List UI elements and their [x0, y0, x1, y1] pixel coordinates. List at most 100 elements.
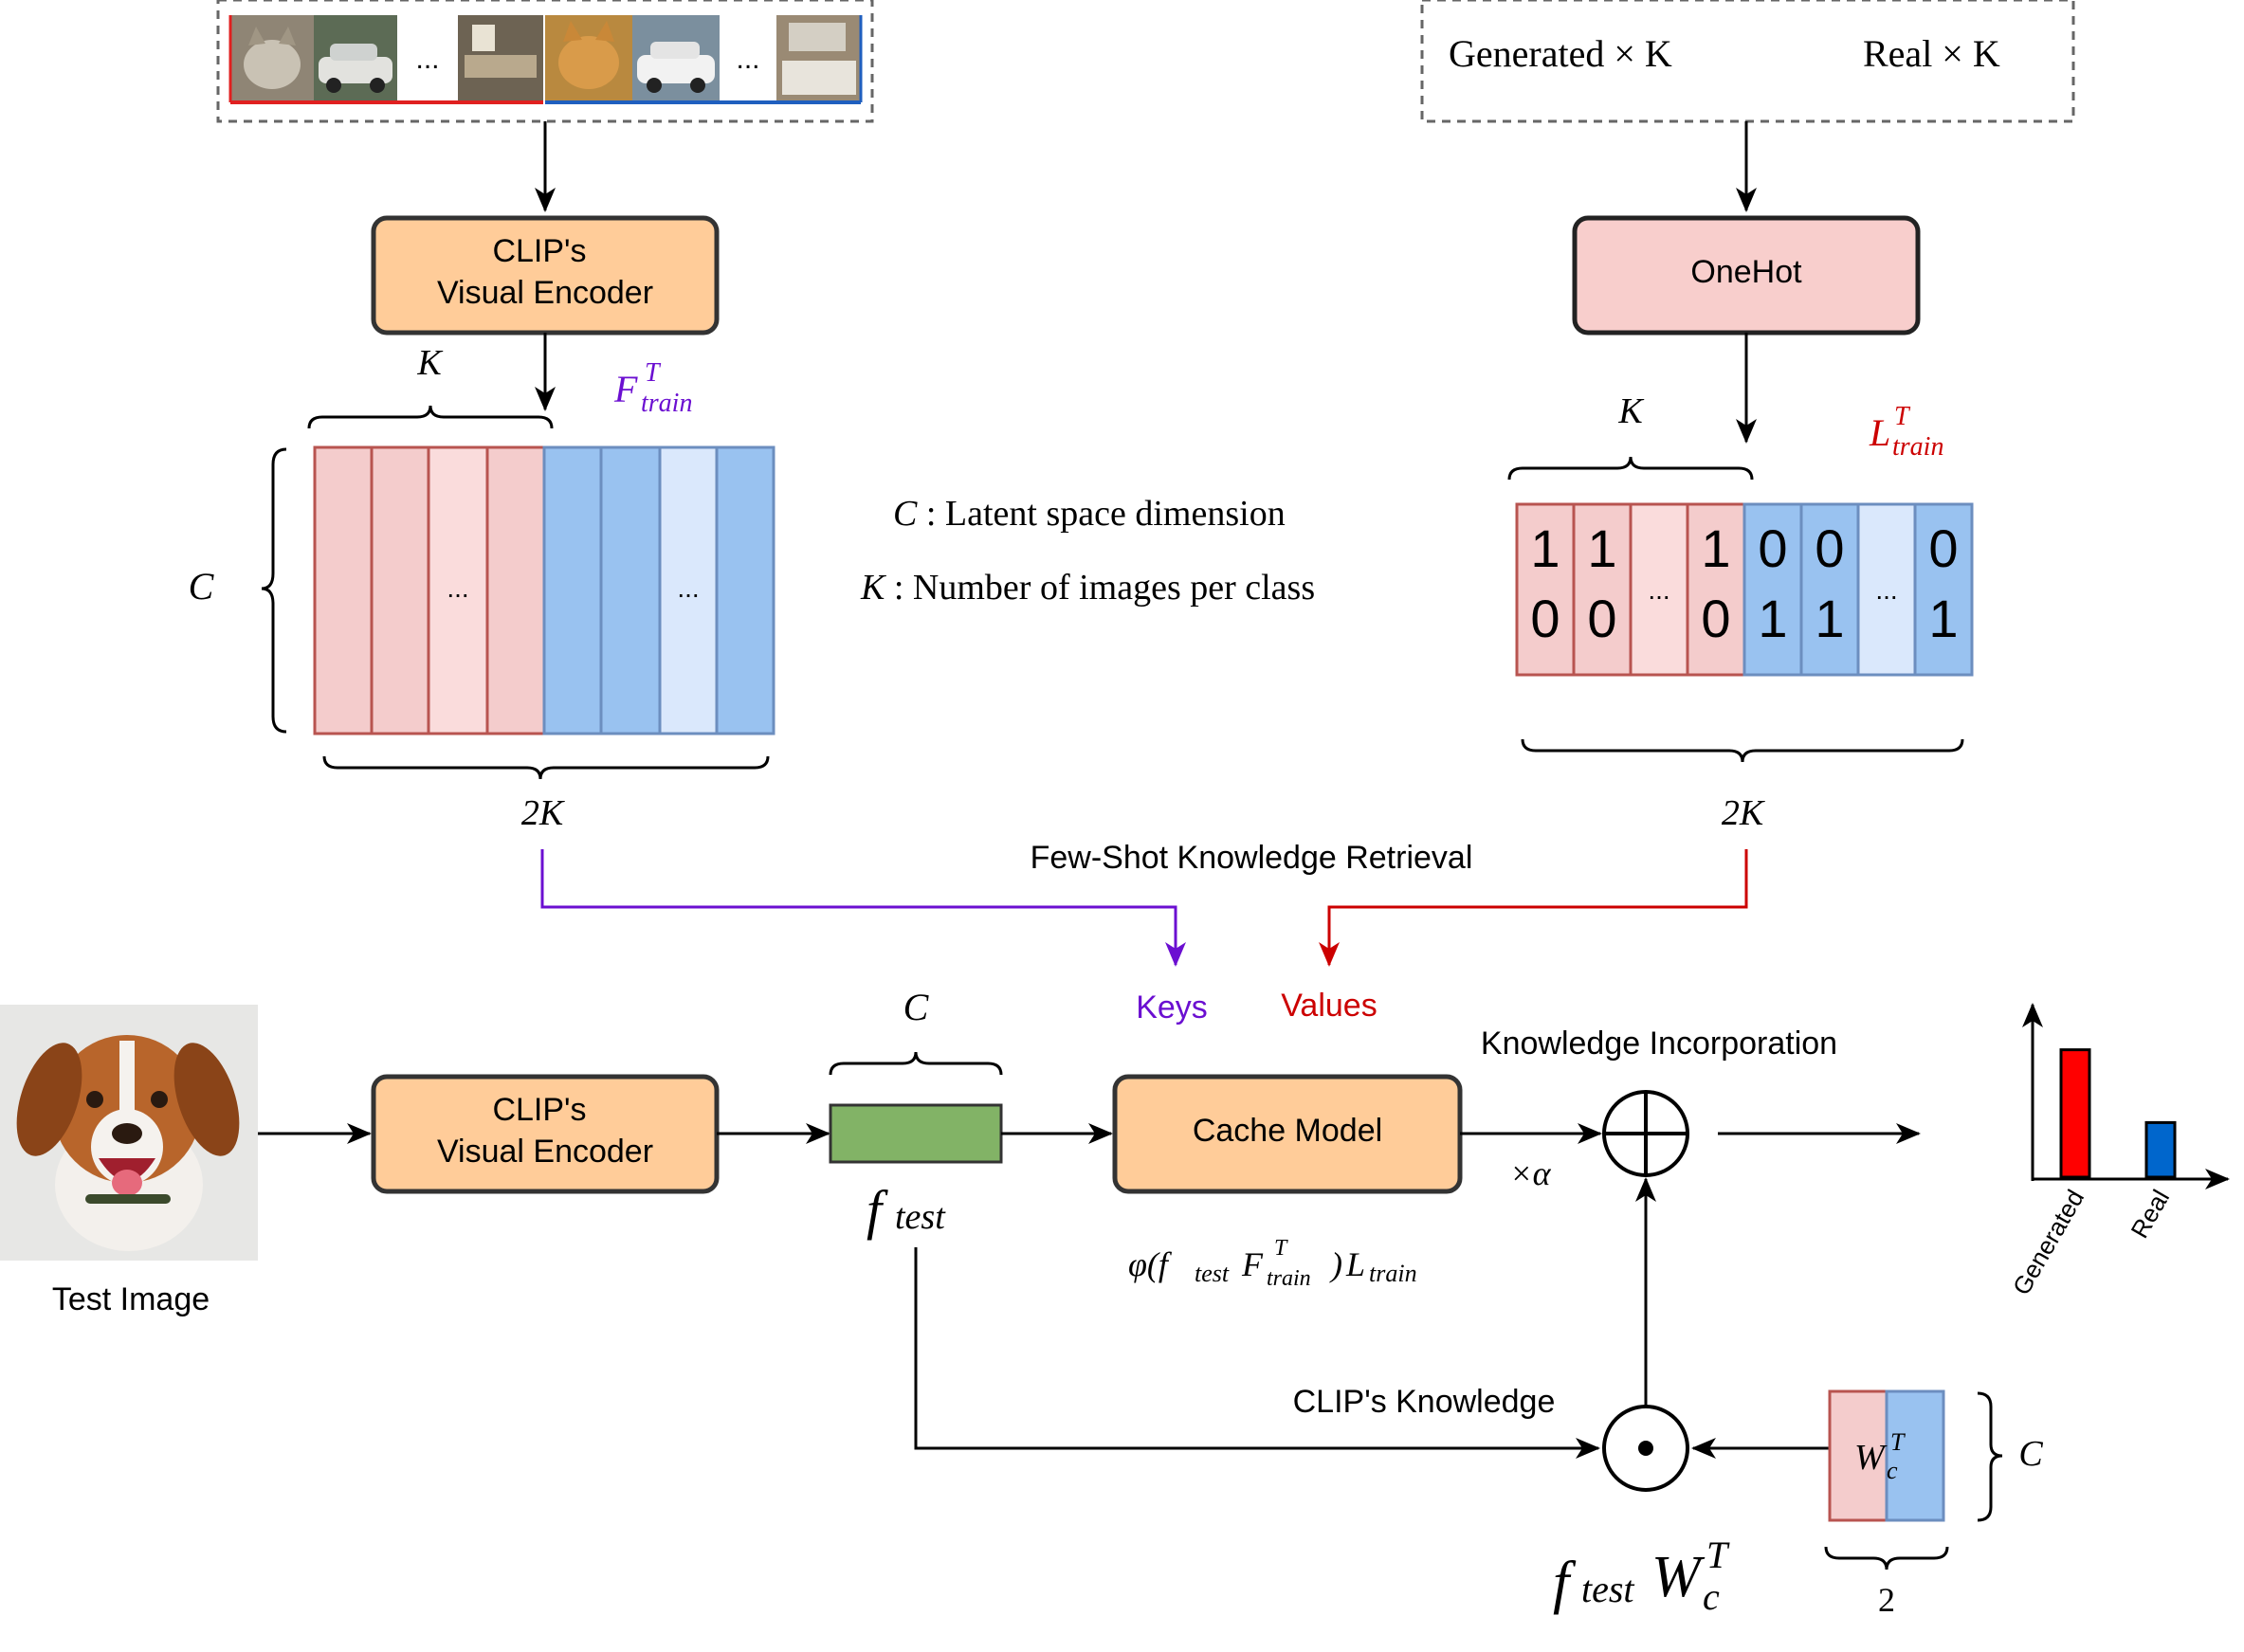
product-node — [1602, 1405, 1689, 1492]
twok-brace-labels — [1521, 738, 1964, 763]
svg-text:L: L — [1869, 411, 1890, 454]
onehot-box: OneHot — [1572, 215, 1921, 336]
svg-text:train: train — [1892, 432, 1943, 462]
k-label-features: K — [416, 343, 443, 383]
label-cell-bottom-value: 1 — [1815, 589, 1844, 648]
real-ellipsis: ... — [736, 44, 759, 75]
knowledge-incorporation-label: Knowledge Incorporation — [1481, 1026, 1837, 1062]
twok-brace-features — [322, 755, 770, 780]
clip-knowledge-path — [914, 1247, 1600, 1459]
label-cell — [1856, 502, 1917, 677]
output-category-label: Generated — [2007, 1185, 2089, 1299]
c-label-test-feature: C — [903, 986, 930, 1028]
cache-formula: φ(f test F T train ) L train — [1128, 1236, 1417, 1291]
test-image — [0, 1005, 258, 1261]
svg-text:f: f — [1553, 1551, 1577, 1615]
svg-text:T: T — [1706, 1534, 1730, 1576]
features-label: F T train — [613, 358, 692, 418]
label-cell-top-value: 1 — [1530, 518, 1560, 578]
svg-text:train: train — [1267, 1266, 1311, 1291]
svg-text:test: test — [1195, 1260, 1230, 1287]
k-brace-labels — [1507, 456, 1754, 481]
label-cell-bottom-value: 0 — [1587, 589, 1616, 648]
generated-image-group: ... — [228, 15, 543, 104]
output-bar-generated — [2059, 1048, 2091, 1179]
svg-text:φ(f: φ(f — [1128, 1245, 1173, 1283]
zero-shot-formula: f test W T c — [1553, 1534, 1730, 1618]
values-label: Values — [1281, 988, 1377, 1024]
test-feature-label: f test — [867, 1179, 946, 1241]
svg-text:test: test — [895, 1197, 946, 1237]
svg-text:c: c — [1703, 1575, 1720, 1618]
svg-text:W: W — [1651, 1545, 1706, 1609]
svg-text:C : Latent space dimension: C : Latent space dimension — [893, 494, 1286, 534]
encoder-top-line2: Visual Encoder — [437, 275, 653, 311]
svg-text:W: W — [1854, 1438, 1888, 1478]
label-cell — [1799, 502, 1860, 677]
two-brace-weights — [1824, 1546, 1949, 1570]
c-brace-test-feature — [829, 1051, 1003, 1076]
retrieval-title: Few-Shot Knowledge Retrieval — [1031, 840, 1473, 876]
svg-text:F: F — [613, 368, 638, 410]
features-gen-ellipsis: ... — [447, 573, 468, 603]
generated-ellipsis: ... — [415, 44, 439, 75]
output-category-label: Real — [2125, 1185, 2175, 1243]
labels-label: L T train — [1869, 402, 1943, 462]
notation-legend: C : Latent space dimension K : Number of… — [860, 494, 1315, 608]
visual-encoder-bottom: CLIP's Visual Encoder — [371, 1074, 720, 1194]
encoder-top-line1: CLIP's — [492, 233, 586, 269]
label-cell-top-value: 0 — [1928, 518, 1958, 578]
keys-arrow — [540, 849, 1186, 967]
label-source-box: Generated × K Real × K — [1420, 0, 2075, 123]
test-feature-vector — [829, 1103, 1003, 1164]
label-cell-ellipsis: ... — [1875, 575, 1897, 605]
visual-encoder-top: CLIP's Visual Encoder — [371, 215, 720, 336]
real-count-label: Real × K — [1863, 32, 2000, 75]
svg-text:train: train — [1369, 1260, 1417, 1287]
label-cell-top-value: 1 — [1701, 518, 1730, 578]
c-label-weights: C — [2018, 1434, 2043, 1474]
two-label-weights: 2 — [1878, 1581, 1895, 1619]
svg-text:train: train — [641, 389, 692, 418]
label-cell-bottom-value: 0 — [1530, 589, 1560, 648]
label-cell-bottom-value: 1 — [1928, 589, 1958, 648]
features-real-ellipsis: ... — [677, 573, 699, 603]
twok-label-labels: 2K — [1722, 793, 1765, 833]
svg-text:): ) — [1329, 1245, 1342, 1283]
label-cell-ellipsis: ... — [1648, 575, 1669, 605]
generated-count-label: Generated × K — [1449, 32, 1672, 75]
svg-text:T: T — [645, 358, 662, 388]
onehot-label: OneHot — [1690, 254, 1802, 290]
training-image-strip: ... ... — [216, 0, 874, 123]
k-brace-features — [307, 405, 554, 429]
output-prediction-chart: Generated Real — [2007, 1003, 2230, 1299]
encoder-bottom-line1: CLIP's — [492, 1092, 586, 1128]
label-cell-bottom-value: 0 — [1701, 589, 1730, 648]
clip-knowledge-label: CLIP's Knowledge — [1293, 1384, 1556, 1420]
svg-text:T: T — [1890, 1428, 1906, 1456]
c-brace-weights — [1977, 1391, 2003, 1522]
svg-text:T: T — [1894, 402, 1911, 431]
label-cell-top-value: 0 — [1758, 518, 1787, 578]
values-arrow — [1319, 849, 1748, 967]
cache-model-box: Cache Model — [1112, 1074, 1463, 1194]
svg-text:test: test — [1581, 1568, 1634, 1610]
k-label-labels: K — [1617, 391, 1644, 431]
svg-text:f: f — [867, 1179, 888, 1241]
cache-model-label: Cache Model — [1193, 1113, 1382, 1149]
label-cell — [1913, 502, 1974, 677]
svg-text:L: L — [1345, 1245, 1365, 1283]
label-cell-top-value: 0 — [1815, 518, 1844, 578]
label-cell — [1686, 502, 1746, 677]
output-bar-real — [2144, 1120, 2177, 1179]
train-features-matrix: ... ... — [313, 445, 775, 735]
c-brace-features — [261, 447, 287, 734]
real-image-group: ... — [545, 15, 863, 104]
label-cell — [1742, 502, 1803, 677]
label-cell — [1515, 502, 1576, 677]
svg-text:K : Number of images per class: K : Number of images per class — [860, 568, 1315, 608]
clip-weights-matrix: W T c — [1828, 1389, 1945, 1522]
sum-node — [1602, 1090, 1689, 1177]
